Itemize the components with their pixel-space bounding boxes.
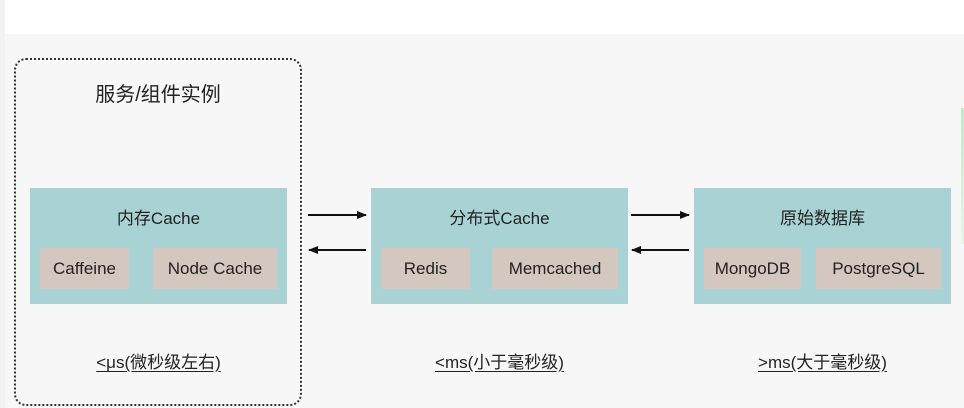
service-instance-boundary [14,58,302,406]
service-instance-title: 服务/组件实例 [95,84,221,106]
memcached-chip: Memcached [492,248,618,289]
distributed-cache-title: 分布式Cache [449,209,550,228]
caffeine-chip: Caffeine [40,248,129,289]
mongodb-chip: MongoDB [704,248,801,289]
postgresql-chip: PostgreSQL [816,248,941,289]
redis-chip: Redis [381,248,470,289]
node-cache-chip: Node Cache [153,248,277,289]
origin-database-layer: 原始数据库 MongoDB PostgreSQL [694,188,951,304]
distributed-latency-label: <ms(小于毫秒级) [435,353,564,372]
window-left-border [0,0,5,408]
database-latency-label: >ms(大于毫秒级) [758,353,887,372]
edge-decoration [961,108,964,244]
in-memory-latency-label: <μs(微秒级左右) [96,353,221,372]
distributed-cache-layer: 分布式Cache Redis Memcached [371,188,628,304]
in-memory-cache-layer: 内存Cache Caffeine Node Cache [30,188,287,304]
in-memory-cache-title: 内存Cache [116,209,201,228]
origin-database-title: 原始数据库 [780,209,865,228]
